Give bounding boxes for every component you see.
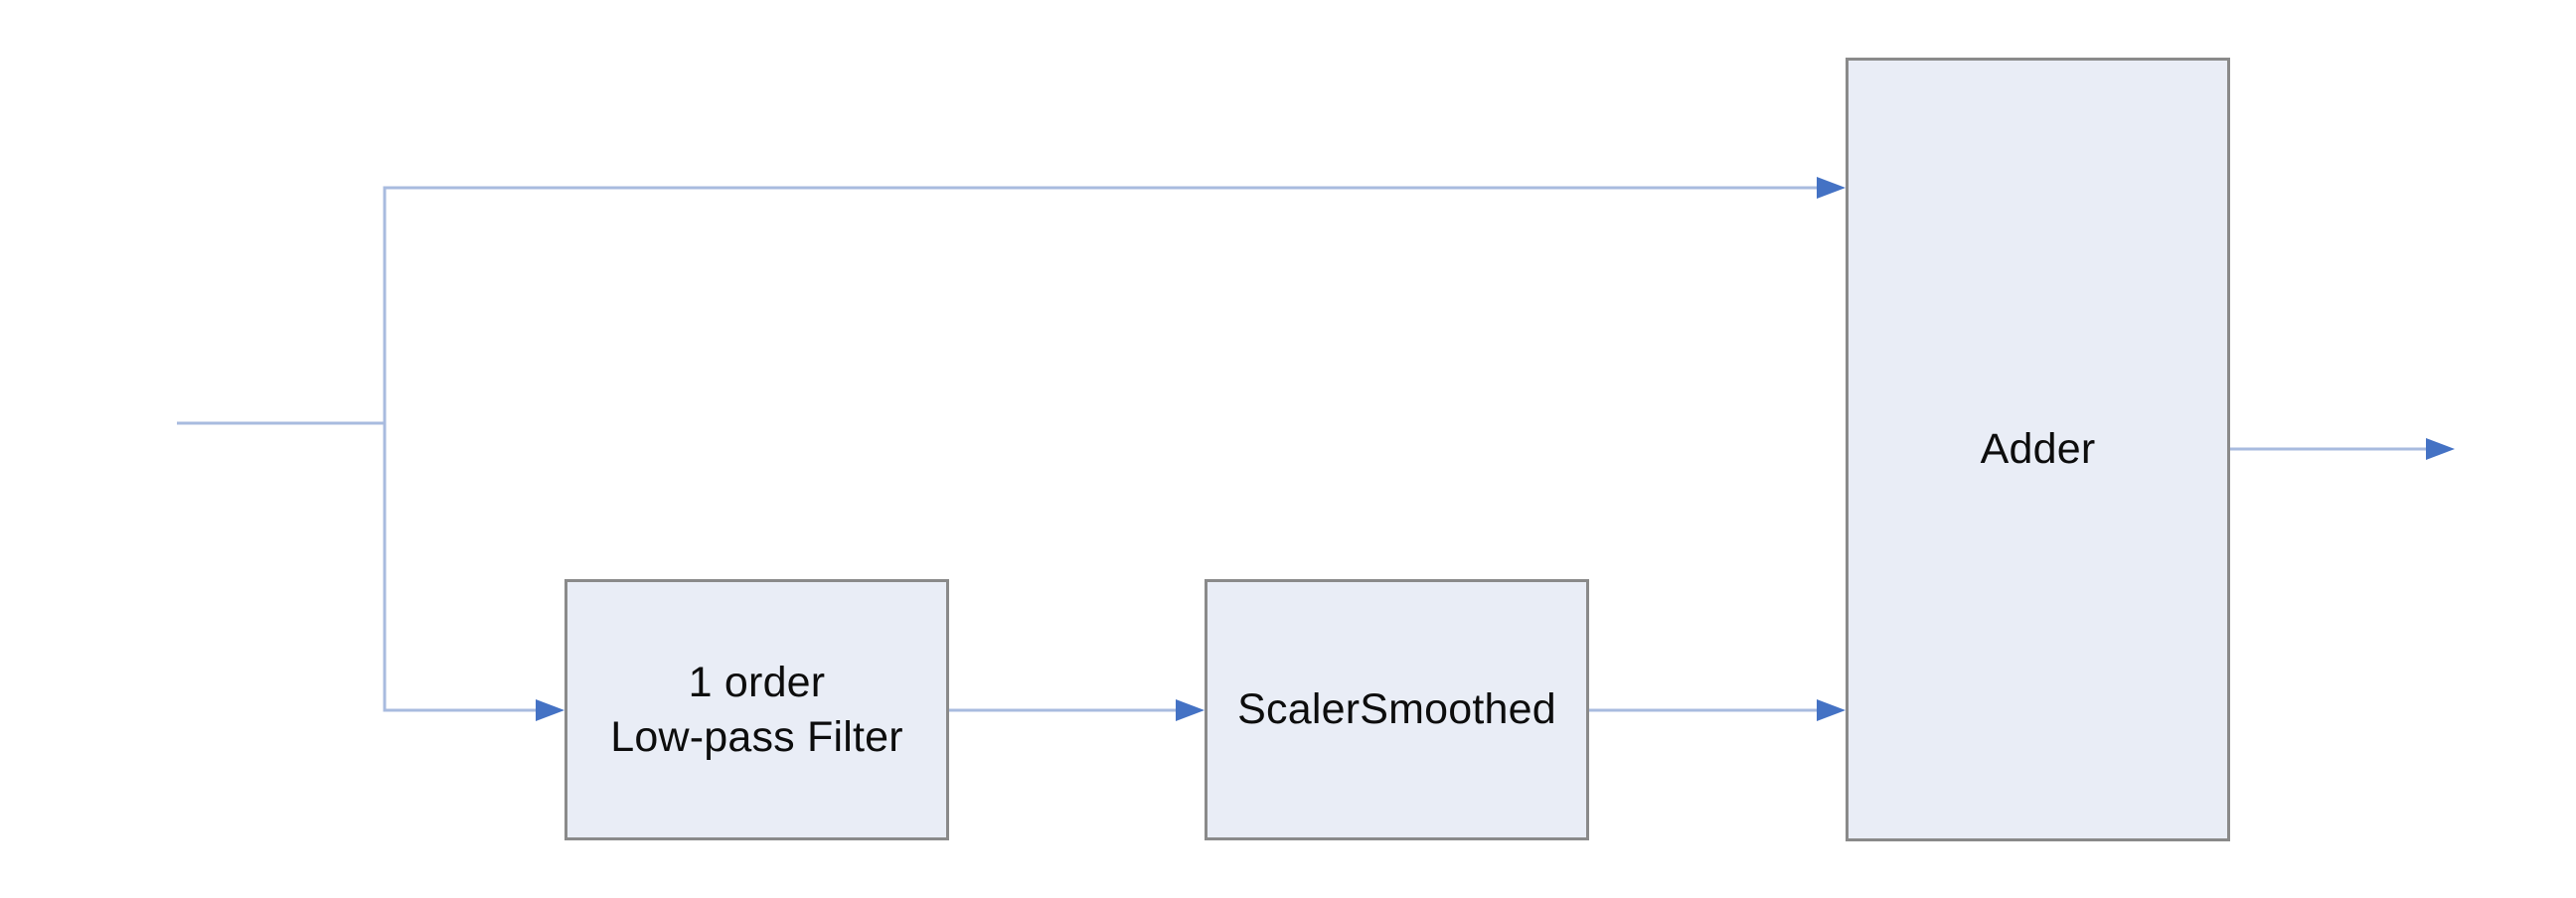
- node-scaler-smoothed: ScalerSmoothed: [1205, 579, 1589, 840]
- branch-connector: [383, 186, 1819, 712]
- node-scaler-smoothed-label: ScalerSmoothed: [1237, 685, 1556, 734]
- node-adder-label: Adder: [1980, 425, 2096, 474]
- node-lowpass-filter-label: 1 order Low-pass Filter: [610, 659, 903, 761]
- arrowhead-lowpass-input-icon: [536, 699, 564, 721]
- node-adder: Adder: [1846, 58, 2230, 841]
- arrowhead-adder-lower-input-icon: [1817, 699, 1846, 721]
- arrowhead-scaler-input-icon: [1176, 699, 1205, 721]
- node-lowpass-filter: 1 order Low-pass Filter: [564, 579, 949, 840]
- arrowhead-output-icon: [2426, 438, 2455, 460]
- arrowhead-adder-top-input-icon: [1817, 177, 1846, 199]
